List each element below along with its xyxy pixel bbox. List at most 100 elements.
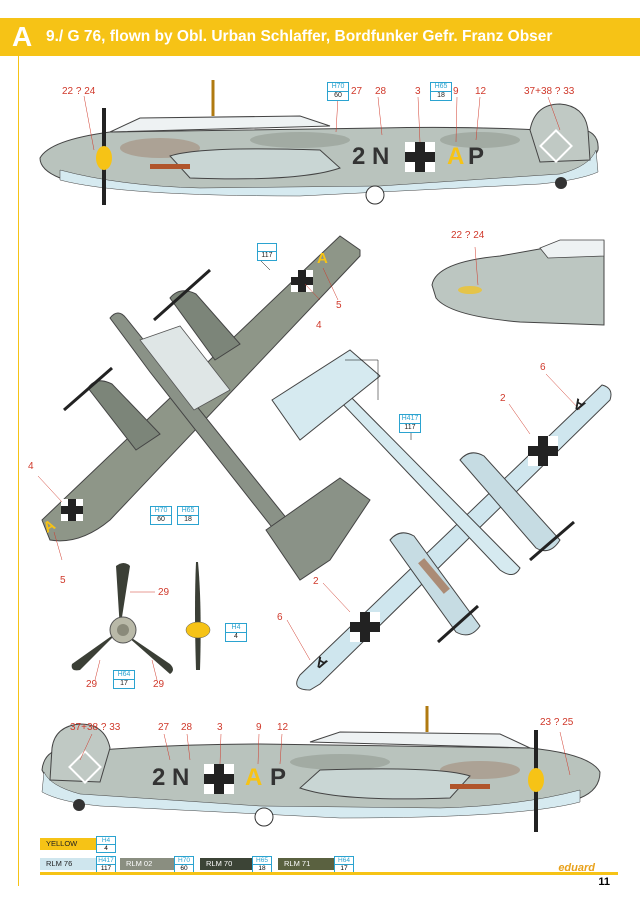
callout: 5 bbox=[60, 575, 66, 586]
color-code: 117 bbox=[257, 243, 277, 261]
spinner bbox=[96, 146, 112, 170]
swastika-outline bbox=[539, 129, 573, 163]
tail-wheel bbox=[73, 799, 85, 811]
fuselage-belly bbox=[59, 149, 599, 197]
swatch-rlm02: RLM 02 bbox=[120, 858, 178, 870]
callout: 29 bbox=[86, 679, 98, 690]
callout: 12 bbox=[475, 86, 487, 97]
callout: 5 bbox=[336, 300, 342, 311]
swatch-rlm71: RLM 71 bbox=[278, 858, 336, 870]
propeller-side bbox=[185, 562, 211, 670]
fuselage-belly bbox=[41, 771, 581, 819]
callout: 6 bbox=[540, 362, 546, 373]
tail-fin bbox=[49, 723, 111, 783]
engine-nacelle bbox=[169, 148, 341, 180]
code-letter-yellow: A bbox=[245, 764, 263, 791]
callout: 6 bbox=[277, 612, 283, 623]
code-letter-yellow: A bbox=[447, 143, 465, 170]
callout: 9 bbox=[256, 722, 262, 733]
nose-canopy bbox=[539, 239, 605, 259]
propeller-front bbox=[71, 563, 173, 674]
propeller bbox=[63, 366, 113, 412]
callout: 2 bbox=[500, 393, 506, 404]
propeller bbox=[436, 604, 480, 644]
callout: 37+38 ? 33 bbox=[524, 86, 575, 97]
callout: 2 bbox=[313, 576, 319, 587]
canopy bbox=[309, 731, 531, 749]
balkenkreuz bbox=[528, 436, 558, 466]
callout: 27 bbox=[158, 722, 170, 733]
canopy-plan bbox=[139, 325, 231, 411]
brand-logo: eduard bbox=[558, 862, 595, 874]
callout: 4 bbox=[316, 320, 322, 331]
callout: 12 bbox=[277, 722, 289, 733]
swatch-rlm70: RLM 70 bbox=[200, 858, 258, 870]
swatch-rlm76: RLM 76 bbox=[40, 858, 98, 870]
propeller bbox=[153, 268, 211, 322]
swastika-outline bbox=[68, 750, 102, 784]
left-rule bbox=[18, 56, 19, 886]
nacelle-left bbox=[389, 532, 481, 636]
swatch-yellow: YELLOW bbox=[40, 838, 98, 850]
footer-rule bbox=[40, 872, 618, 875]
page-title: 9./ G 76, flown by Obl. Urban Schlaffer,… bbox=[46, 28, 553, 45]
engine-nacelle bbox=[299, 768, 471, 800]
tail-fin bbox=[529, 103, 591, 163]
callout: 3 bbox=[415, 86, 421, 97]
balkenkreuz bbox=[61, 499, 83, 521]
callout: 3 bbox=[217, 722, 223, 733]
scheme-letter: A bbox=[12, 21, 33, 52]
canopy bbox=[109, 115, 331, 133]
tailplane-underside bbox=[271, 349, 381, 441]
callout: 28 bbox=[181, 722, 193, 733]
spinner bbox=[528, 768, 544, 792]
balkenkreuz bbox=[350, 612, 380, 642]
tailplane bbox=[265, 477, 371, 581]
callout: 27 bbox=[351, 86, 363, 97]
callout: 4 bbox=[28, 461, 34, 472]
code-letters-left: 2 N bbox=[152, 764, 190, 791]
callout: 37+38 ? 33 bbox=[70, 722, 121, 733]
header-bar: A 9./ G 76, flown by Obl. Urban Schlaffe… bbox=[0, 18, 640, 56]
callout: 29 bbox=[153, 679, 165, 690]
code-letters-left: 2 N bbox=[352, 143, 390, 170]
callout: 29 bbox=[158, 587, 170, 598]
wing-letter-yellow: A bbox=[317, 250, 328, 267]
callout: 22 ? 24 bbox=[451, 230, 485, 241]
code-letter-right: P bbox=[270, 764, 287, 791]
main-wheel bbox=[365, 185, 385, 205]
exhaust bbox=[150, 164, 190, 169]
tail-wheel bbox=[555, 177, 567, 189]
main-wheel bbox=[254, 807, 274, 827]
callout: 28 bbox=[375, 86, 387, 97]
callout: 9 bbox=[453, 86, 459, 97]
callout: 22 ? 24 bbox=[62, 86, 96, 97]
page-number: 11 bbox=[598, 876, 610, 888]
code-letter-right: P bbox=[468, 143, 485, 170]
